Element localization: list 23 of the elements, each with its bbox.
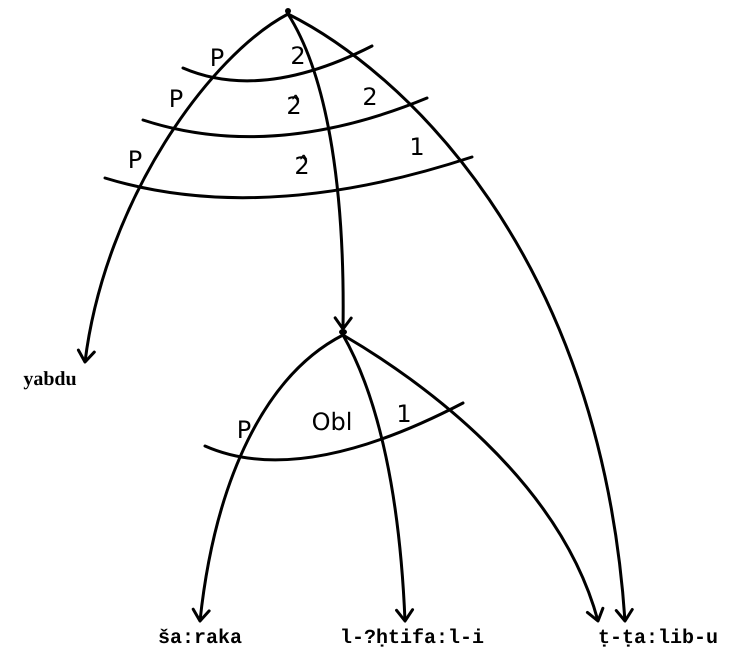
vertex-point <box>339 329 347 335</box>
vertex-point <box>285 8 291 14</box>
relation-label: 1 <box>409 135 425 159</box>
arrow <box>342 334 414 622</box>
relation-label: P <box>168 87 184 111</box>
relation-label: Obl <box>312 410 352 434</box>
word-label: ša:raka <box>158 626 242 650</box>
relation-label: 2 <box>290 44 306 68</box>
relation-label: 2̂ <box>286 94 302 118</box>
relation-label: P <box>236 418 252 442</box>
word-label: l-?ḥtifa:l-i <box>340 626 484 650</box>
arrow <box>287 12 634 622</box>
relation-label: P <box>128 148 142 172</box>
arrow <box>286 13 353 330</box>
relation-label: P <box>210 46 224 70</box>
arrow <box>77 12 289 364</box>
relation-label: 1 <box>396 402 412 426</box>
arrow <box>342 334 604 622</box>
word-label: yabdu <box>23 368 77 390</box>
arrow <box>192 334 344 622</box>
word-label: ṭ-ṭa:lib-u <box>598 626 718 650</box>
relation-label: 2 <box>362 85 378 109</box>
relation-label: 2̂ <box>294 154 310 178</box>
